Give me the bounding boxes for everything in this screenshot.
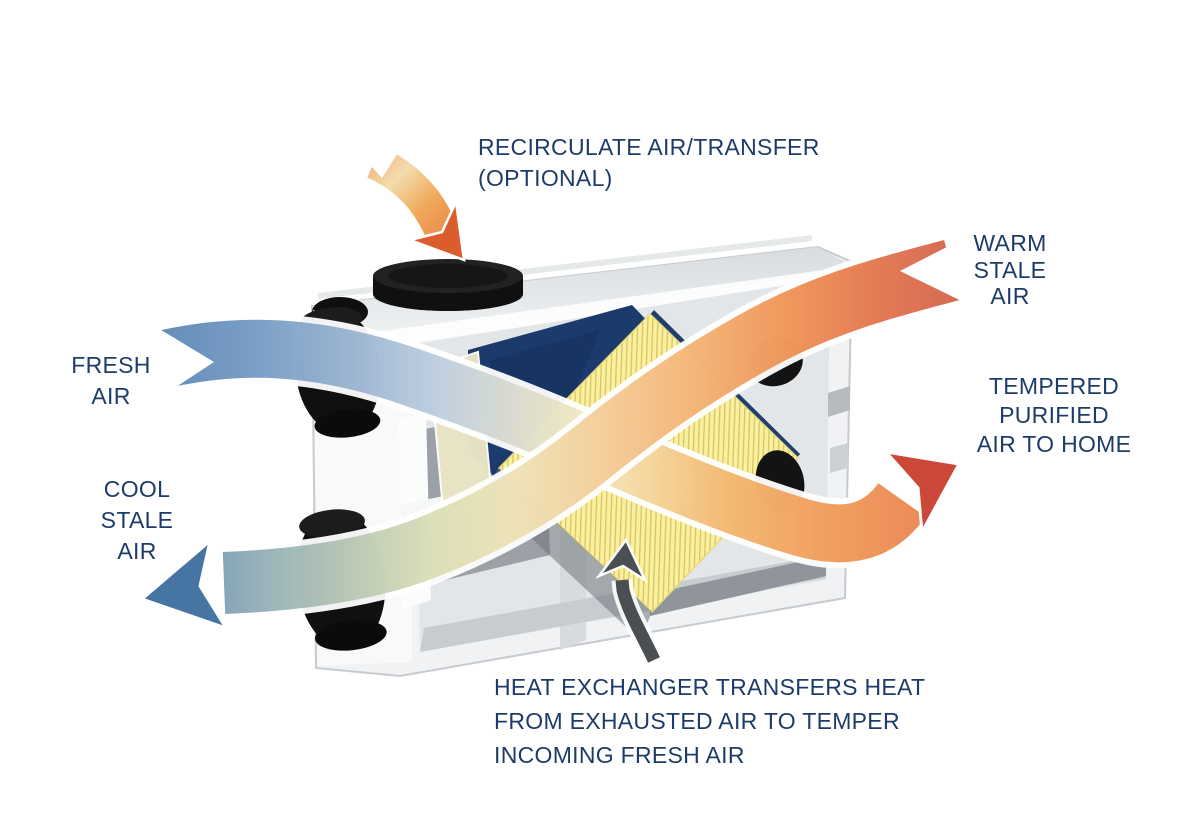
fresh-air-tail-notch <box>138 316 214 408</box>
heat-transfer-shaft <box>615 579 660 663</box>
top-port <box>373 259 523 311</box>
tempered-arrowhead <box>882 449 962 538</box>
heat-transfer-arrowhead <box>595 537 648 584</box>
label-heat-exchanger-caption: HEAT EXCHANGER TRANSFERS HEAT FROM EXHAU… <box>494 674 926 769</box>
label-tempered-purified: TEMPERED PURIFIED AIR TO HOME <box>976 373 1132 457</box>
label-fresh-air: FRESH AIR <box>71 352 151 410</box>
heat-transfer-arrow <box>595 537 664 665</box>
recirculate-arrowhead <box>405 197 466 262</box>
recirculate-tail-notch <box>336 128 410 178</box>
exhaust-ribbon-band <box>222 240 960 614</box>
recirculate-arrow <box>336 128 467 262</box>
label-cool-stale-air: COOL STALE AIR <box>100 476 174 565</box>
warm-stale-tail-notch <box>900 230 984 312</box>
right-end-notch-lower <box>830 443 848 473</box>
unit-top-lip <box>318 266 852 356</box>
cool-stale-arrowhead <box>139 536 230 631</box>
right-end-notch-upper <box>828 386 850 417</box>
label-recirculate: RECIRCULATE AIR/TRANSFER (OPTIONAL) <box>478 134 820 192</box>
exhaust-air-ribbon <box>139 230 984 631</box>
interior-floor-dark <box>650 556 826 616</box>
label-warm-stale-air: WARM STALE AIR <box>973 230 1047 310</box>
